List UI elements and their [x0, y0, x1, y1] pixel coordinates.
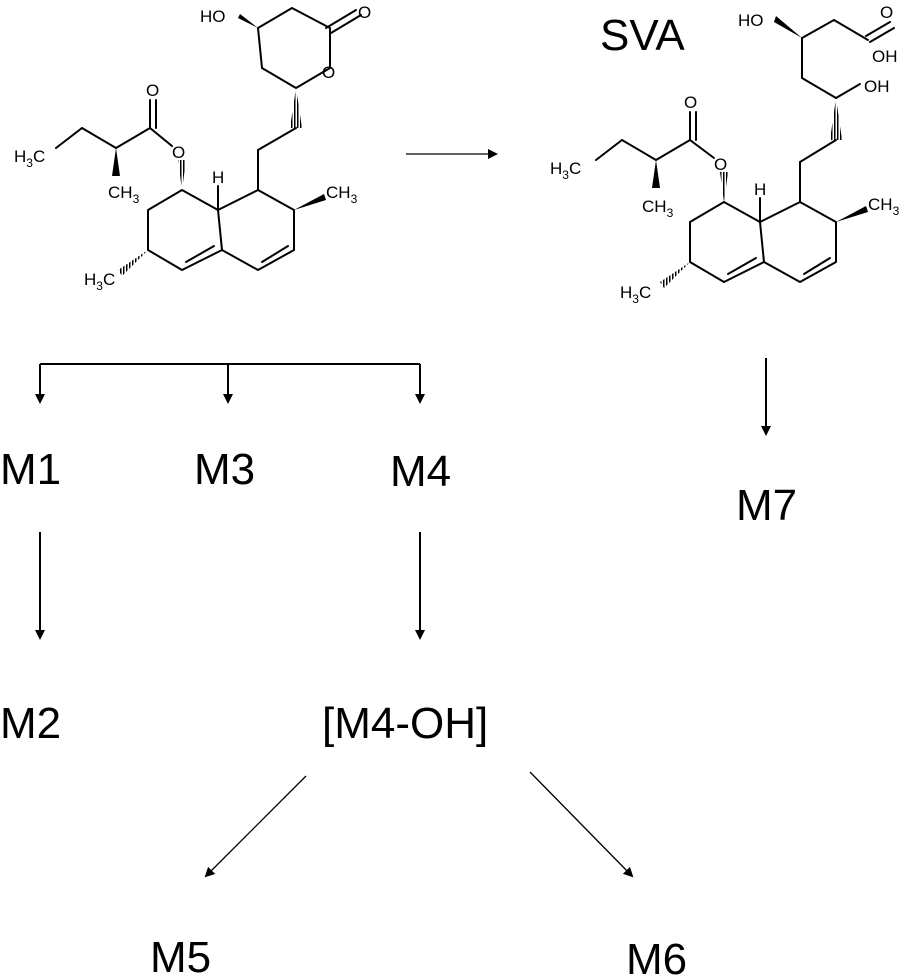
m4oh-to-m5-arrow: [204, 775, 307, 878]
metabolite-m1: M1: [0, 445, 61, 494]
atom-label-oh: OH: [864, 77, 890, 96]
atom-label-o: O: [322, 63, 335, 82]
atom-label-h3c: H3C: [550, 159, 581, 182]
atom-label-o: O: [358, 3, 371, 22]
metabolite-m5: M5: [150, 933, 211, 977]
atom-label-ch3: CH3: [326, 183, 358, 206]
metabolite-m7: M7: [736, 481, 797, 530]
sva-structure: HO O OH OH CH3 H H3C O O CH3: [550, 3, 900, 306]
atom-label-o: O: [146, 81, 159, 100]
atom-label-o: O: [714, 155, 727, 174]
atom-label-h3c: H3C: [84, 270, 115, 293]
atom-label-ho: HO: [738, 11, 764, 30]
atom-label-o: O: [172, 143, 185, 162]
metabolite-m4-oh: [M4-OH]: [322, 699, 488, 748]
atom-label-h3c: H3C: [14, 147, 45, 170]
atom-label-o: O: [880, 3, 893, 22]
atom-label-ch3: CH3: [108, 183, 140, 206]
atom-label-ch3: CH3: [868, 195, 900, 218]
metabolite-m2: M2: [0, 699, 61, 748]
branch-arrows: [35, 363, 425, 404]
simvastatin-structure: HO O O CH3 H H3C O O CH3 H3C: [14, 3, 371, 293]
atom-label-ho: HO: [200, 7, 226, 26]
sva-label: SVA: [600, 11, 685, 60]
metabolite-m6: M6: [626, 935, 687, 977]
atom-label-oh: OH: [872, 47, 898, 66]
atom-label-h3c: H3C: [620, 283, 651, 306]
atom-label-o: O: [684, 93, 697, 112]
metabolite-m4: M4: [390, 447, 451, 496]
atom-label-ch3: CH3: [642, 197, 674, 220]
m4oh-to-m6-arrow: [529, 771, 634, 878]
metabolite-m3: M3: [194, 445, 255, 494]
atom-label-h: H: [754, 180, 766, 199]
atom-label-h: H: [212, 168, 224, 187]
